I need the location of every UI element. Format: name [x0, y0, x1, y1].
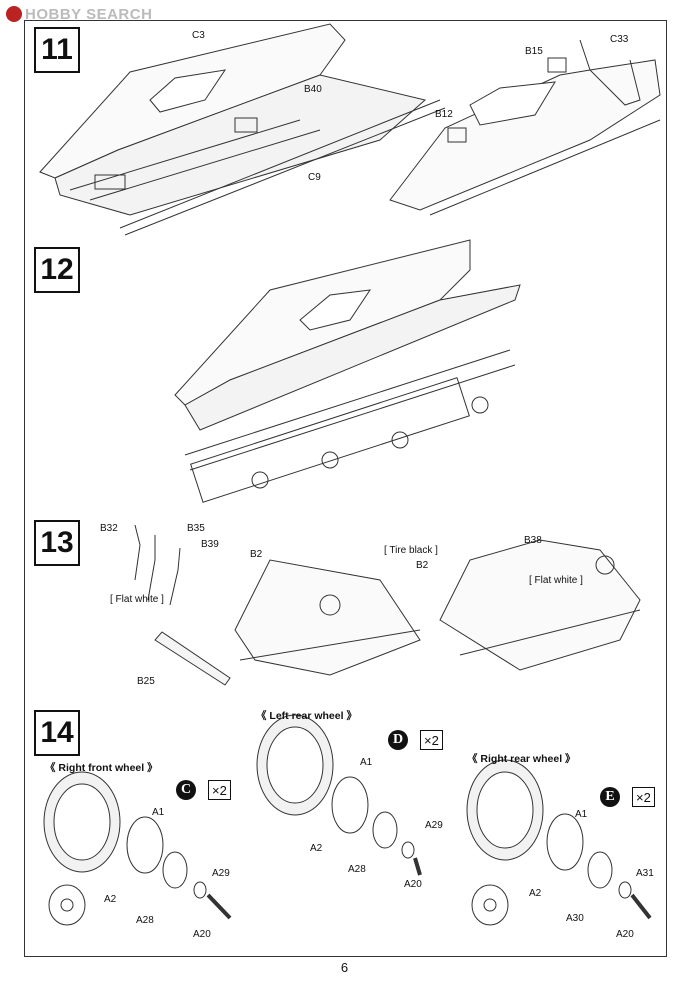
- step-11-number: 11: [34, 27, 80, 73]
- part-b12: B12: [435, 109, 453, 120]
- rf-part-a20: A20: [193, 929, 211, 940]
- lr-part-a1: A1: [360, 757, 373, 768]
- part-c3: C3: [192, 30, 205, 41]
- badge-c-icon: C: [176, 780, 196, 800]
- lr-part-a28: A28: [348, 864, 366, 875]
- step-12-number: 12: [34, 247, 80, 293]
- step14-right-rear-wheel-drawing: [466, 759, 652, 926]
- rf-part-a1: A1: [152, 807, 165, 818]
- page-number: 6: [340, 960, 349, 975]
- part-b40: B40: [304, 84, 322, 95]
- badge-e-icon: E: [600, 787, 620, 807]
- rr-part-a31: A31: [636, 868, 654, 879]
- part-b2-left: B2: [250, 549, 263, 560]
- part-b35: B35: [187, 523, 205, 534]
- quantity-d: ×2: [420, 730, 443, 750]
- hobby-search-watermark: HOBBY SEARCH: [6, 5, 152, 23]
- rf-part-a28: A28: [136, 915, 154, 926]
- part-b15: B15: [525, 46, 543, 57]
- step14-right-front-wheel-drawing: [43, 771, 232, 926]
- right-front-wheel-header: 《 Right front wheel 》: [45, 762, 158, 774]
- lr-part-a2: A2: [310, 843, 323, 854]
- part-b39: B39: [201, 539, 219, 550]
- rr-part-a30: A30: [566, 913, 584, 924]
- part-c9: C9: [308, 172, 321, 183]
- quantity-c: ×2: [208, 780, 231, 800]
- rf-part-a2: A2: [104, 894, 117, 905]
- step12-chassis-drawing: [174, 239, 521, 503]
- paint-flat-white-1: [ Flat white ]: [110, 594, 164, 605]
- rr-part-a1: A1: [575, 809, 588, 820]
- rr-part-a2: A2: [529, 888, 542, 899]
- left-rear-wheel-header: 《 Left rear wheel 》: [256, 710, 357, 722]
- watermark-text: HOBBY SEARCH: [25, 5, 153, 23]
- step-14-number: 14: [34, 710, 80, 756]
- step13-drawing: [134, 524, 641, 686]
- step11-hull-right-drawing: [389, 39, 661, 216]
- part-b2-right: B2: [416, 560, 429, 571]
- step11-hull-left-drawing: [39, 23, 446, 236]
- rr-part-a20: A20: [616, 929, 634, 940]
- rf-part-a29: A29: [212, 868, 230, 879]
- step-13-number: 13: [34, 520, 80, 566]
- part-b25: B25: [137, 676, 155, 687]
- right-rear-wheel-header: 《 Right rear wheel 》: [467, 753, 576, 765]
- lr-part-a29: A29: [425, 820, 443, 831]
- step14-left-rear-wheel-drawing: [256, 714, 422, 876]
- paint-tire-black: [ Tire black ]: [384, 545, 438, 556]
- paint-flat-white-2: [ Flat white ]: [529, 575, 583, 586]
- part-b32: B32: [100, 523, 118, 534]
- badge-d-icon: D: [388, 730, 408, 750]
- part-b38: B38: [524, 535, 542, 546]
- part-c33: C33: [610, 34, 629, 45]
- lr-part-a20: A20: [404, 879, 422, 890]
- page-frame: [24, 20, 667, 957]
- quantity-e: ×2: [632, 787, 655, 807]
- watermark-logo-icon: [6, 6, 22, 22]
